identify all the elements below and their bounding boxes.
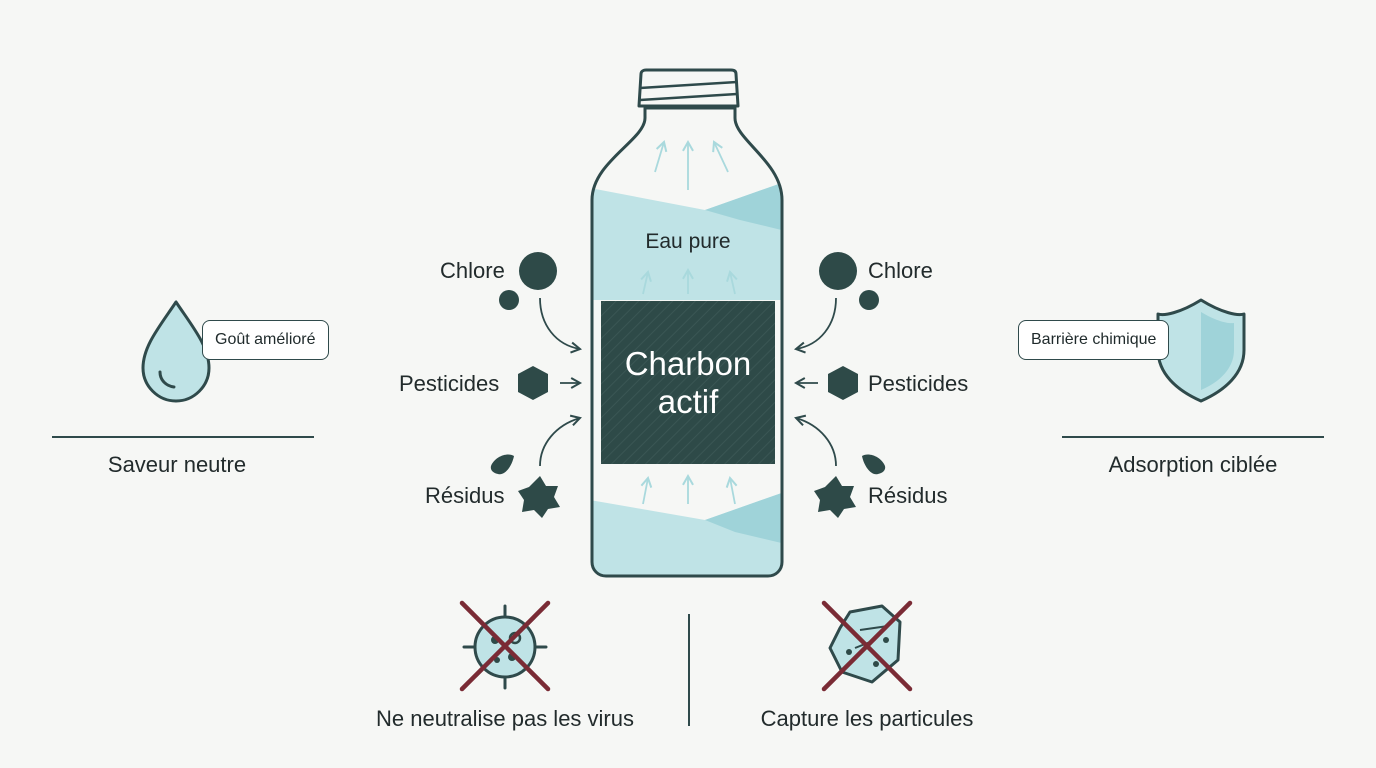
carbon-label-line1: Charbon: [624, 344, 752, 382]
left-contaminant-arrows: [539, 297, 583, 467]
carbon-block: [601, 301, 775, 464]
virus-cross-icon: [459, 600, 551, 692]
left-label-residus: Résidus: [425, 483, 505, 508]
taste-callout: Goût amélioré: [202, 320, 329, 360]
particle-cross-icon: [821, 600, 913, 692]
barrier-callout: Barrière chimique: [1018, 320, 1170, 360]
left-caption: Saveur neutre: [107, 452, 247, 477]
right-divider: [1062, 436, 1324, 438]
right-contaminant-icons: [814, 252, 886, 518]
carbon-label-line2: actif: [657, 382, 719, 420]
left-divider: [52, 436, 314, 438]
water-drop-icon: [141, 300, 211, 403]
left-label-chlore: Chlore: [440, 258, 505, 283]
bottle-cap: [637, 68, 740, 108]
left-label-pesticides: Pesticides: [399, 371, 500, 396]
right-label-pesticides: Pesticides: [868, 371, 969, 396]
pure-water-label: Eau pure: [645, 230, 731, 253]
right-contaminant-arrows: [793, 297, 837, 467]
bottom-divider: [688, 614, 690, 726]
shield-icon: [1156, 298, 1246, 403]
flow-arrows: [640, 139, 738, 505]
right-label-chlore: Chlore: [868, 258, 933, 283]
virus-caption: Ne neutralise pas les virus: [375, 706, 634, 731]
particles-caption: Capture les particules: [760, 706, 974, 731]
right-label-residus: Résidus: [868, 483, 948, 508]
bottle-water: [592, 180, 782, 576]
bottle-outline: [590, 106, 784, 578]
right-caption: Adsorption ciblée: [1108, 452, 1278, 477]
left-contaminant-icons: [490, 252, 560, 518]
carbon-label: Charbon actif: [601, 301, 775, 464]
